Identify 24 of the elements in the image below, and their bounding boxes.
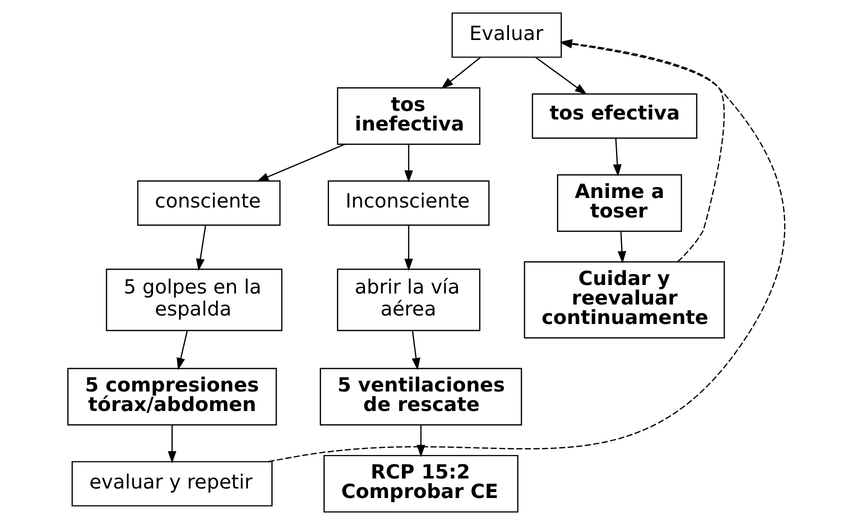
node-box: tos inefectiva (336, 87, 480, 145)
node-box: 5 ventilaciones de rescate (319, 368, 522, 426)
node-box: 5 compresiones tórax/abdomen (66, 368, 276, 426)
arrow (256, 144, 345, 182)
arrow (534, 56, 587, 95)
arrow (612, 138, 622, 177)
arrow (176, 330, 188, 370)
node-box: abrir la vía aérea (336, 268, 480, 332)
node-box: Inconsciente (327, 180, 490, 226)
node-box: tos efectiva (531, 93, 697, 139)
node-box: Evaluar (451, 12, 562, 58)
arrow (404, 144, 412, 183)
node-box: 5 golpes en la espalda (105, 268, 282, 332)
node-box: Anime a toser (556, 174, 682, 232)
arrow (196, 225, 206, 271)
node-box: evaluar y repetir (71, 461, 272, 506)
arrow (411, 330, 420, 370)
arrow (404, 225, 412, 272)
arrow (167, 425, 176, 464)
node-box: consciente (136, 180, 280, 226)
node-box: RCP 15:2 Comprobar CE (322, 454, 518, 513)
node-box: Cuidar y reevaluar continuamente (523, 261, 724, 338)
arrow (440, 56, 480, 89)
arrow (617, 232, 626, 264)
